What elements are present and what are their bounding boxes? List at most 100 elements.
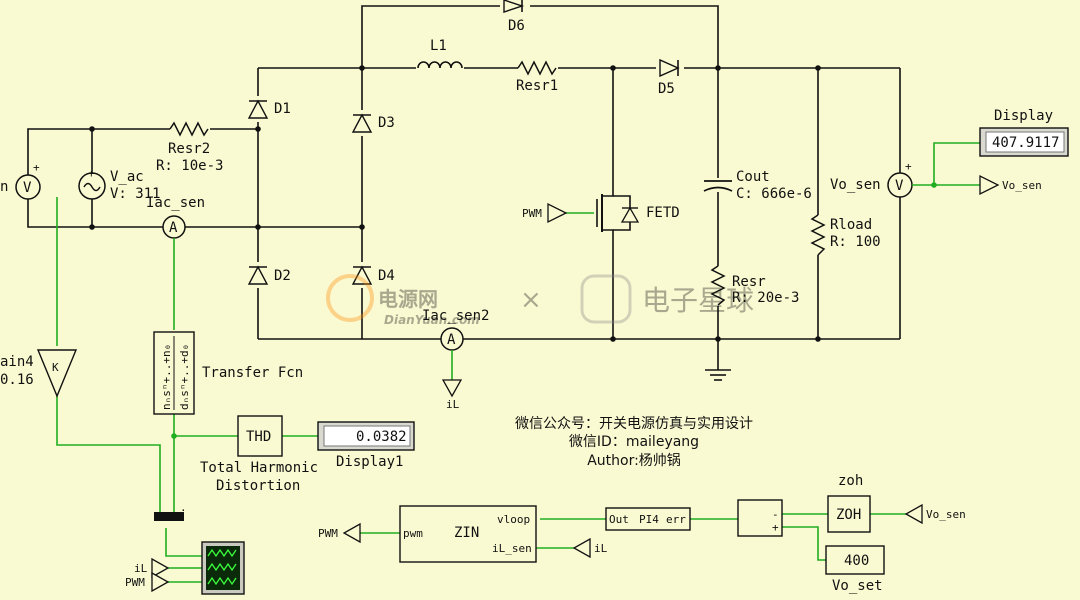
capacitor-cout[interactable]: Cout C: 666e-6 <box>702 169 812 202</box>
vin-label-partial: n <box>0 179 8 195</box>
tag-il-scope-label: iL <box>134 562 148 575</box>
display-vo[interactable]: 407.9117 Display <box>979 108 1069 157</box>
thd-caption-2: Distortion <box>216 478 300 494</box>
pi-controller-block[interactable]: Out PI4 err <box>605 507 691 531</box>
tag-il-in[interactable]: iL <box>572 537 608 559</box>
gain-block[interactable]: K ain4 0.16 <box>0 349 78 398</box>
current-sensor-iac-sen[interactable]: A Iac_sen <box>146 195 205 239</box>
tf-label: Transfer Fcn <box>202 365 303 381</box>
l1-label: L1 <box>430 38 447 54</box>
vin-v-symbol: V <box>23 180 32 196</box>
d4-label: D4 <box>378 268 395 284</box>
signal-junctions <box>171 182 937 439</box>
display1-value: 0.0382 <box>356 429 407 445</box>
sum-block[interactable]: - + <box>737 499 783 537</box>
resistor-rload[interactable]: Rload R: 100 <box>810 214 881 256</box>
resr-value: R: 20e-3 <box>732 290 799 306</box>
mux-block[interactable]: . <box>154 501 187 521</box>
diode-d4[interactable]: D4 <box>351 262 395 288</box>
zoh-title: zoh <box>838 473 863 489</box>
voltage-sensor-vo-sen[interactable]: V + Vo_sen <box>830 160 913 198</box>
vo-sen-v-symbol: V <box>895 178 904 194</box>
mux-dot: . <box>180 501 187 514</box>
tag-vo-sen-in-label: Vo_sen <box>926 508 966 521</box>
resr-name: Resr <box>732 274 766 290</box>
thd-block-label: THD <box>246 429 271 445</box>
vo-sen-label: Vo_sen <box>830 177 881 193</box>
display1-title: Display1 <box>336 454 403 470</box>
author-annotation: 微信公众号：开关电源仿真与实用设计 微信ID：maileyang Author:… <box>515 416 753 469</box>
vin-plus: + <box>33 161 40 174</box>
vo-set-value: 400 <box>844 553 869 569</box>
tag-vo-sen-out[interactable]: Vo_sen <box>979 174 1042 196</box>
d5-label: D5 <box>658 81 675 97</box>
tf-denominator: dₙsⁿ+..+d₀ <box>178 344 191 410</box>
tf-numerator: nₙsⁿ+..+n₀ <box>160 344 173 410</box>
cout-value: C: 666e-6 <box>736 186 812 202</box>
resistor-resr2[interactable]: Resr2 R: 10e-3 <box>156 121 223 174</box>
gain-symbol: K <box>52 361 59 374</box>
diode-d1[interactable]: D1 <box>247 96 291 122</box>
diode-d3[interactable]: D3 <box>351 110 395 136</box>
diode-d5[interactable]: D5 <box>656 58 684 97</box>
tag-vo-sen-in[interactable]: Vo_sen <box>904 503 966 525</box>
gain-value-partial: 0.16 <box>0 372 34 388</box>
watermark-dianyuan-en: DianYuan.com <box>384 313 480 327</box>
cout-name: Cout <box>736 169 770 185</box>
thd-caption-1: Total Harmonic <box>200 460 318 476</box>
diode-d2[interactable]: D2 <box>247 262 291 288</box>
zoh-block[interactable]: ZOH zoh <box>827 473 871 533</box>
junction-dots <box>89 65 821 342</box>
zin-port-vloop: vloop <box>497 513 530 526</box>
tag-il-out-label: iL <box>446 398 460 411</box>
rload-name: Rload <box>830 217 872 233</box>
diode-d6[interactable]: D6 <box>500 0 530 34</box>
wire-d6-path <box>361 5 719 68</box>
iac-sen-label: Iac_sen <box>146 195 205 211</box>
voltage-sensor-vin[interactable]: V + n <box>0 161 41 200</box>
iac-sen-a-symbol: A <box>169 220 178 236</box>
watermarks: 电源网 DianYuan.com × 电子星球 <box>326 274 754 327</box>
ground-symbol <box>705 369 731 381</box>
d2-label: D2 <box>274 268 291 284</box>
transfer-fcn-block[interactable]: nₙsⁿ+..+n₀ dₙsⁿ+..+d₀ Transfer Fcn <box>153 331 303 415</box>
gain-name-partial: ain4 <box>0 354 34 370</box>
tag-pwm-scope-label: PWM <box>125 576 145 589</box>
annotation-line-1: 微信公众号：开关电源仿真与实用设计 <box>515 416 753 432</box>
pi-name: PI4 <box>639 513 659 526</box>
vo-set-constant[interactable]: 400 Vo_set <box>825 545 885 594</box>
sum-minus: - <box>772 508 779 521</box>
resr1-label: Resr1 <box>516 78 558 94</box>
watermark-separator: × <box>520 285 542 315</box>
power-wiring <box>27 5 901 370</box>
pi-port-out: Out <box>609 513 629 526</box>
display1[interactable]: 0.0382 Display1 <box>317 421 415 470</box>
fetd-label: FETD <box>646 205 680 221</box>
tag-pwm-scope[interactable]: PWM <box>125 571 170 593</box>
scope-block[interactable] <box>201 541 245 595</box>
watermark-dianzixingqiu: 电子星球 <box>642 284 754 317</box>
mosfet-fetd[interactable]: FETD <box>594 190 680 236</box>
zin-label: ZIN <box>454 525 479 541</box>
tag-il-scope[interactable]: iL <box>134 557 170 579</box>
vo-sen-plus: + <box>905 160 912 173</box>
tag-il-out[interactable]: iL <box>441 379 463 411</box>
tag-pwm-fet-label: PWM <box>522 207 542 220</box>
dianyuan-logo-icon <box>326 274 374 322</box>
inductor-l1[interactable]: L1 <box>416 38 464 72</box>
zin-block[interactable]: ZIN pwm vloop iL_sen <box>399 505 537 563</box>
zin-port-pwm: pwm <box>403 527 423 540</box>
current-sensor-iac-sen2[interactable]: A Iac_sen2 <box>422 308 489 351</box>
signal-wiring <box>56 142 980 583</box>
tag-pwm-fet[interactable]: PWM <box>522 202 568 224</box>
iac-sen2-a-symbol: A <box>447 332 456 348</box>
thd-block[interactable]: THD Total Harmonic Distortion <box>200 415 318 494</box>
vac-name: V_ac <box>110 169 144 185</box>
ac-source-vac[interactable]: + V_ac V: 311 <box>78 167 161 202</box>
resistor-resr[interactable]: Resr R: 20e-3 <box>710 265 799 306</box>
tag-il-in-label: iL <box>594 542 608 555</box>
resistor-resr1[interactable]: Resr1 <box>516 60 558 94</box>
resr2-name: Resr2 <box>168 141 210 157</box>
tag-pwm-out[interactable]: PWM <box>318 522 361 544</box>
